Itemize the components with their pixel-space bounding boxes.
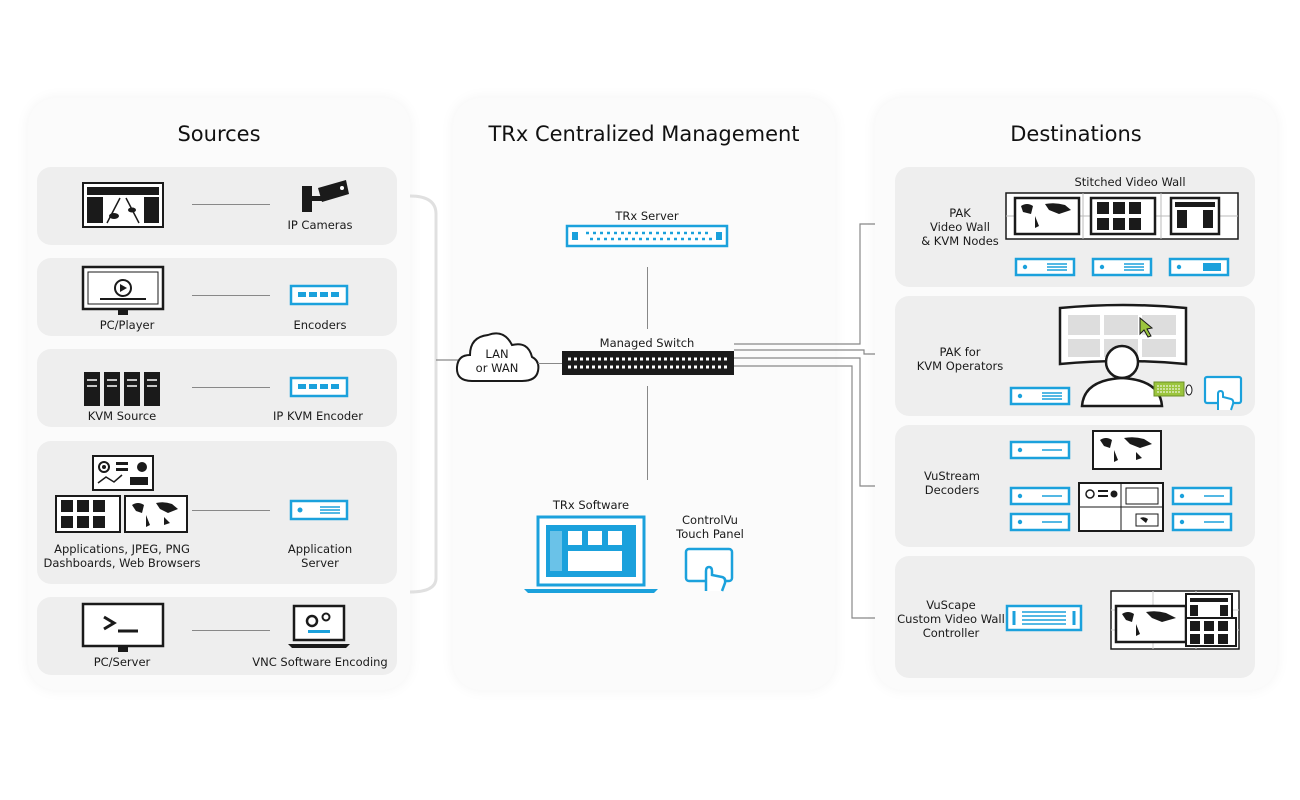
pak-node-icon: [1014, 257, 1076, 277]
decoder-icon: [1009, 512, 1071, 532]
decoder-icon: [1171, 512, 1233, 532]
dest-label-2: PAK for KVM Operators: [916, 345, 1004, 373]
stitched-video-wall-icon: [1005, 192, 1239, 240]
source-connector: [192, 204, 270, 205]
switch-software-link: [647, 386, 648, 480]
source-connector: [192, 295, 270, 296]
kvm-node-icon: [1009, 386, 1071, 406]
trx-server-icon: [565, 224, 729, 248]
source-right-label-3: IP KVM Encoder: [273, 409, 363, 423]
source-left-label-5: PC/Server: [93, 655, 151, 669]
source-right-label-2: Encoders: [293, 318, 347, 332]
managed-switch-icon: [562, 351, 734, 375]
source-left-label-2: PC/Player: [99, 318, 155, 332]
source-connector: [192, 630, 270, 631]
vnc-laptop-icon: [288, 604, 350, 648]
custom-video-wall-icon: [1110, 590, 1240, 650]
dashboard-icon: [92, 455, 154, 491]
pc-player-icon: [81, 265, 165, 315]
ip-kvm-encoder-icon: [289, 376, 349, 398]
decoder-icon: [1009, 440, 1071, 460]
operator-workstation-icon: [1058, 303, 1188, 408]
managed-switch-label: Managed Switch: [599, 336, 695, 350]
destinations-title: Destinations: [1010, 122, 1142, 146]
decoder-icon: [1009, 486, 1071, 506]
dest-label-1: PAK Video Wall & KVM Nodes: [921, 206, 999, 248]
sources-title: Sources: [177, 122, 261, 146]
pak-node-icon: [1091, 257, 1153, 277]
vuscape-controller-icon: [1005, 604, 1083, 632]
network-cloud-label: LAN or WAN: [475, 347, 519, 375]
keyboard-icon: [1153, 381, 1193, 397]
source-connector: [192, 510, 270, 511]
operator-touch-panel-icon: [1203, 375, 1243, 411]
application-server-icon: [289, 499, 349, 521]
ip-camera-icon: [302, 180, 349, 212]
kvm-source-icon: [84, 372, 160, 406]
controlvu-label: ControlVu Touch Panel: [676, 513, 744, 541]
cloud-switch-link: [538, 363, 562, 364]
stitched-video-wall-label: Stitched Video Wall: [1074, 175, 1186, 189]
management-title: TRx Centralized Management: [488, 122, 800, 146]
source-right-label-4: Application Server: [287, 542, 353, 570]
trx-software-label: TRx Software: [552, 498, 630, 512]
dest-label-4: VuScape Custom Video Wall Controller: [897, 598, 1005, 640]
encoder-icon: [289, 284, 349, 306]
pak-node-icon: [1168, 257, 1230, 277]
source-left-label-3: KVM Source: [87, 409, 157, 423]
pc-server-icon: [81, 602, 165, 652]
trx-software-laptop-icon: [524, 515, 658, 593]
source-right-label-1: IP Cameras: [287, 218, 353, 232]
source-left-label-4: Applications, JPEG, PNG Dashboards, Web …: [43, 542, 201, 570]
world-map-icon: [124, 495, 188, 533]
sources-bracket: [409, 194, 458, 594]
source-right-label-5: VNC Software Encoding: [252, 655, 388, 669]
multiview-display-icon: [1078, 482, 1164, 532]
dest-label-3: VuStream Decoders: [924, 469, 980, 497]
touch-panel-icon: [684, 547, 734, 592]
server-switch-link: [647, 267, 648, 329]
trx-server-label: TRx Server: [615, 209, 679, 223]
decoder-icon: [1171, 486, 1233, 506]
social-apps-icon: [55, 495, 121, 533]
source-connector: [192, 387, 270, 388]
world-map-display-icon: [1092, 430, 1162, 470]
traffic-monitor-icon: [82, 182, 164, 228]
network-cloud-icon: [455, 332, 540, 382]
